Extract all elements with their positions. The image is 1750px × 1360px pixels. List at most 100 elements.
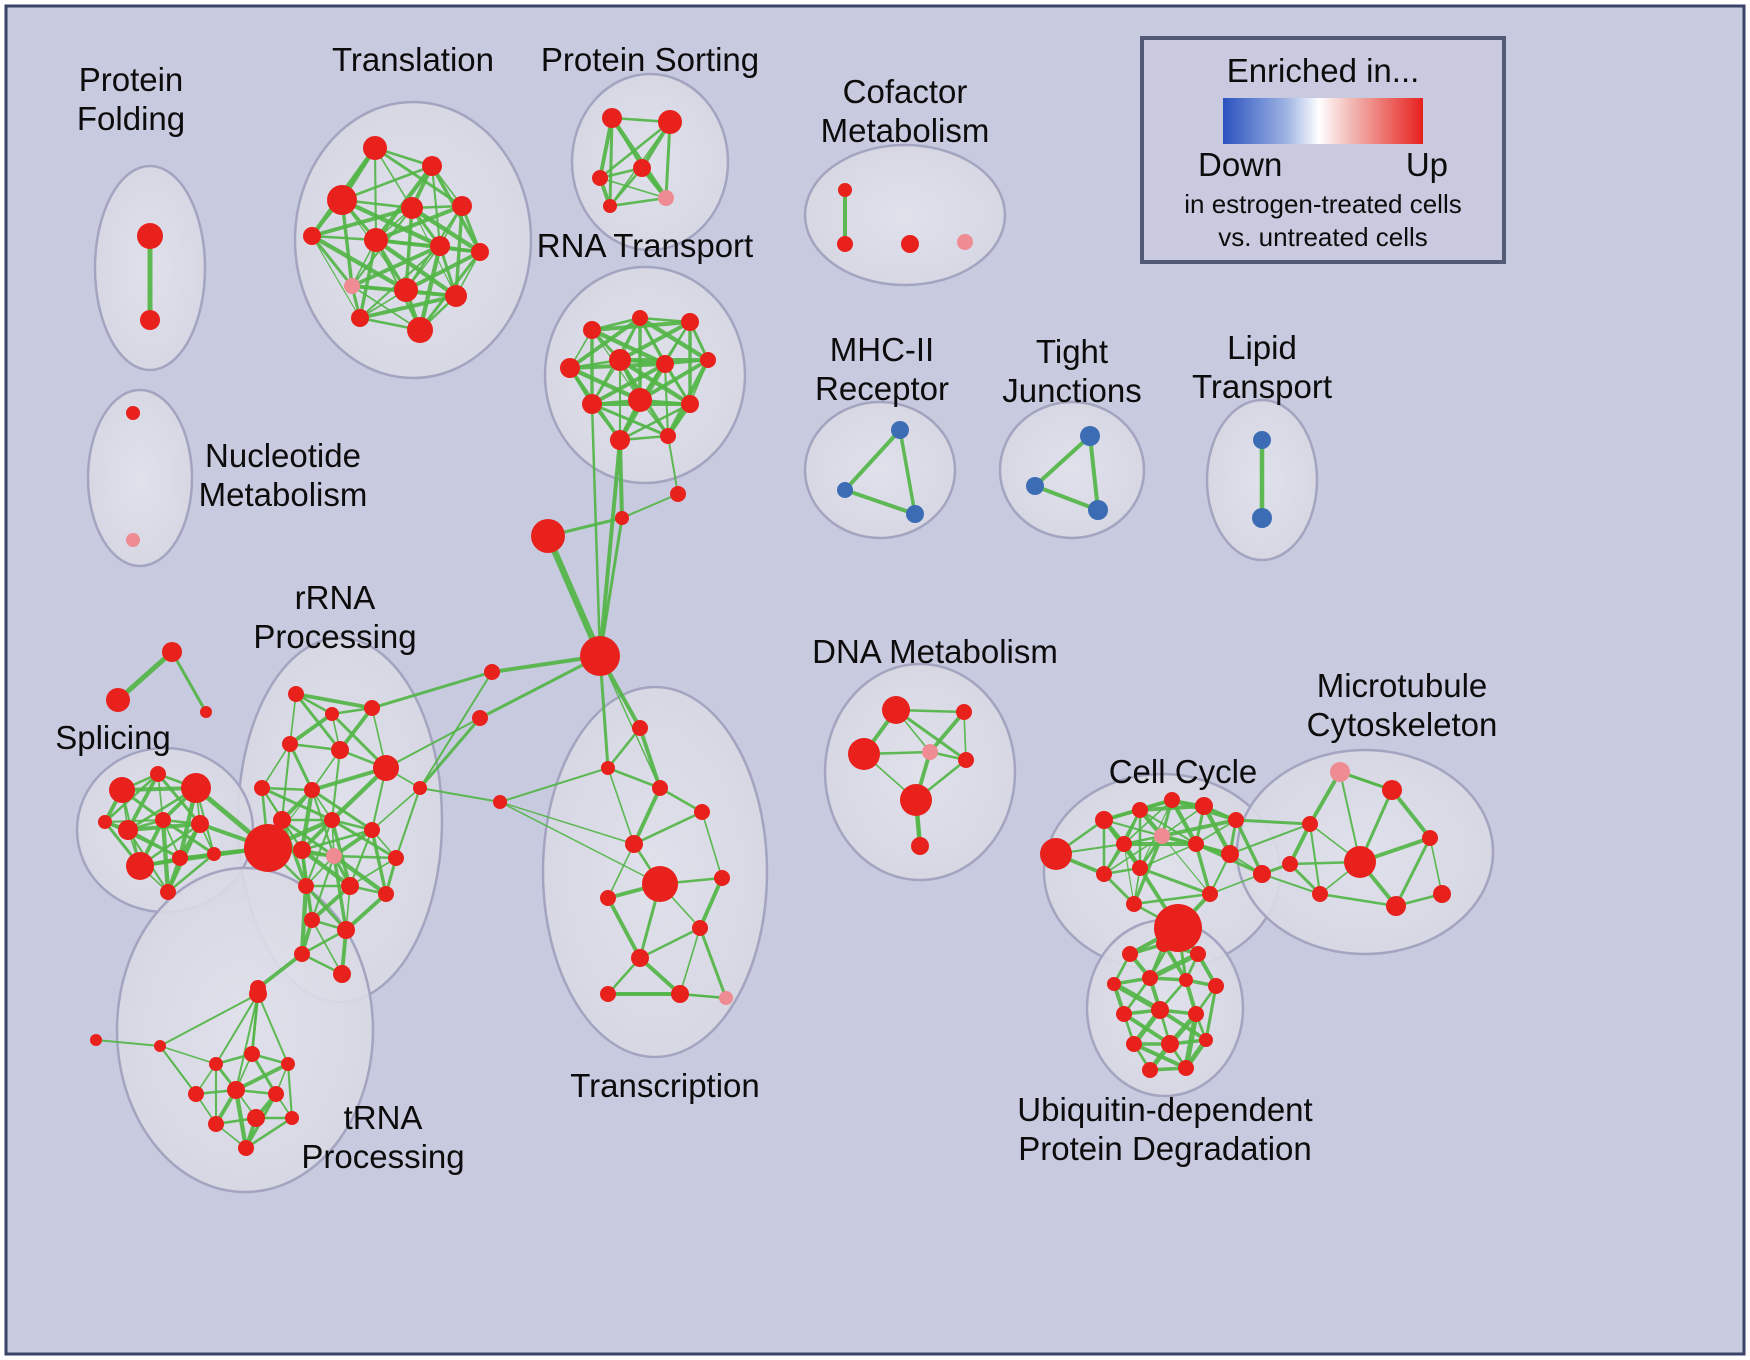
edge [1318, 892, 1398, 908]
edge [638, 726, 662, 790]
gene-set-node [268, 1086, 284, 1102]
edge [374, 204, 464, 242]
edge [371, 787, 421, 831]
edge [608, 196, 668, 208]
edge [234, 1062, 290, 1092]
edge [1138, 808, 1198, 846]
edge [300, 828, 374, 852]
edge [1429, 837, 1443, 895]
gene-set-node [413, 781, 427, 795]
gene-set-node [1312, 886, 1328, 902]
edge [638, 926, 702, 960]
gene-set-node [603, 199, 617, 213]
gene-set-node [531, 519, 565, 553]
gene-set-node [327, 185, 357, 215]
edge [215, 993, 259, 1065]
gene-set-node [692, 920, 708, 936]
edge [599, 655, 661, 789]
gene-set-node [209, 1057, 223, 1071]
edge [1033, 434, 1092, 488]
edge [286, 1062, 294, 1120]
gene-set-node [493, 795, 507, 809]
edge [1194, 842, 1212, 896]
edge [898, 428, 917, 516]
edge [607, 767, 635, 845]
cluster-mhc-ii-receptor [803, 400, 957, 540]
gene-set-node [1190, 946, 1206, 962]
legend-title: Enriched in... [1226, 52, 1420, 89]
edge [310, 234, 354, 288]
edge [370, 828, 388, 896]
edge [257, 993, 289, 1065]
edge [606, 896, 642, 960]
legend-down-label: Down [1198, 146, 1283, 183]
edge [928, 710, 966, 754]
edge [606, 726, 642, 770]
gene-set-node [1221, 845, 1239, 863]
edge [235, 993, 259, 1091]
gene-set-node [681, 395, 699, 413]
gene-set-node [1202, 886, 1218, 902]
edge [598, 438, 622, 658]
gene-set-node [1252, 508, 1272, 528]
gene-set-node [294, 946, 310, 962]
edge [1147, 951, 1201, 981]
gene-set-node [1164, 792, 1180, 808]
gene-set-node [900, 784, 932, 816]
gene-set-node [694, 804, 710, 820]
gene-set-node [109, 777, 135, 803]
gene-set-node [388, 850, 404, 866]
gene-set-node [207, 847, 221, 861]
edge [166, 852, 216, 894]
gene-set-node [324, 812, 340, 828]
edge [637, 315, 711, 363]
gene-set-node [602, 108, 622, 128]
gene-set-node [282, 736, 298, 752]
gene-set-node [484, 664, 500, 680]
gene-set-node [337, 921, 355, 939]
edge [1308, 822, 1322, 896]
edge [698, 876, 724, 930]
gene-set-node [670, 486, 686, 502]
gene-set-node [882, 696, 910, 724]
nodes-layer [90, 108, 1451, 1156]
gene-set-node [326, 848, 342, 864]
gene-set-node [719, 991, 733, 1005]
gene-set-node [1080, 426, 1100, 446]
edge [330, 748, 342, 822]
edge [115, 649, 175, 703]
gene-set-node [155, 812, 171, 828]
gene-set-node [227, 1081, 245, 1099]
gene-set-node [1253, 865, 1271, 883]
edge [418, 716, 482, 790]
gene-set-node [150, 766, 166, 782]
edge [310, 788, 374, 832]
edge [170, 650, 208, 714]
gene-set-node [244, 824, 292, 872]
gene-set-node [1386, 896, 1406, 916]
gene-set-node [1282, 856, 1298, 872]
gene-set-node [160, 884, 176, 900]
edge [280, 742, 292, 822]
gene-set-node [1142, 1062, 1158, 1078]
edge [350, 244, 442, 288]
edge [1139, 843, 1197, 869]
edge [1204, 984, 1218, 1042]
edge [663, 362, 670, 438]
gene-set-node [1132, 860, 1148, 876]
gene-set-node [1228, 812, 1244, 828]
edge [568, 316, 642, 370]
gene-set-node [172, 850, 188, 866]
edge [1234, 818, 1312, 826]
gene-set-node [254, 780, 270, 796]
gene-set-node [452, 196, 472, 216]
gene-set-node [1344, 846, 1376, 878]
legend-gradient-bar [1223, 98, 1423, 144]
edge [159, 993, 259, 1047]
edge [1229, 823, 1311, 855]
gene-set-node [631, 949, 649, 967]
gene-set-node [837, 236, 853, 252]
legend-scale: Down Up [1198, 146, 1448, 184]
gene-set-node [188, 1086, 204, 1102]
gene-set-node [1253, 431, 1271, 449]
